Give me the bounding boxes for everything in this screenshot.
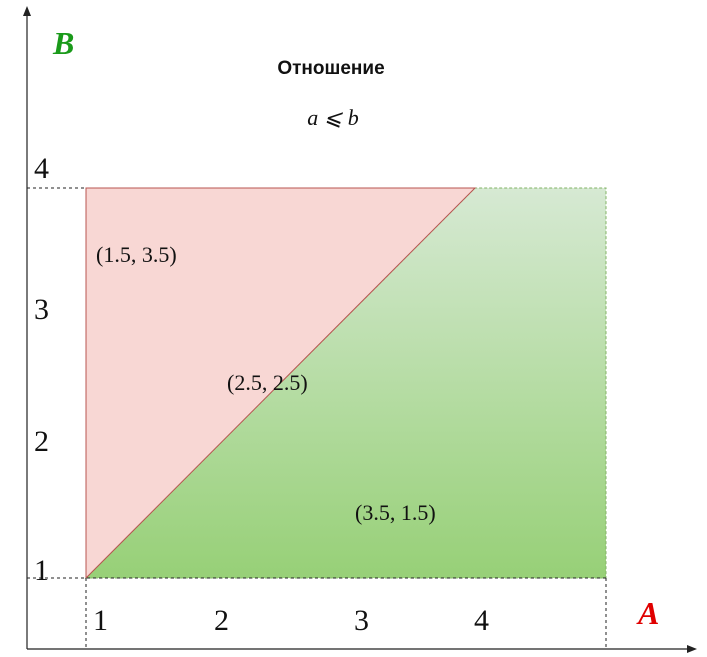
diagram-title: Отношение (277, 58, 384, 79)
x-tick-label: 3 (354, 604, 369, 637)
y-tick-label: 3 (34, 293, 49, 326)
upper-region (85, 187, 477, 580)
x-tick-label: 1 (93, 604, 108, 637)
relation-formula: a ⩽ b (307, 105, 358, 130)
x-axis-name: A (636, 595, 659, 631)
y-axis-arrow (23, 6, 31, 16)
point-label-lower: (3.5, 1.5) (355, 500, 436, 525)
y-tick-label: 1 (34, 554, 49, 587)
x-tick-label: 2 (214, 604, 229, 637)
point-label-upper: (1.5, 3.5) (96, 242, 177, 267)
y-axis-name: B (52, 25, 74, 61)
point-label-diagonal: (2.5, 2.5) (227, 370, 308, 395)
x-tick-label: 4 (474, 604, 489, 637)
x-axis-arrow (687, 645, 697, 653)
y-tick-label: 4 (34, 152, 49, 185)
y-tick-label: 2 (34, 425, 49, 458)
